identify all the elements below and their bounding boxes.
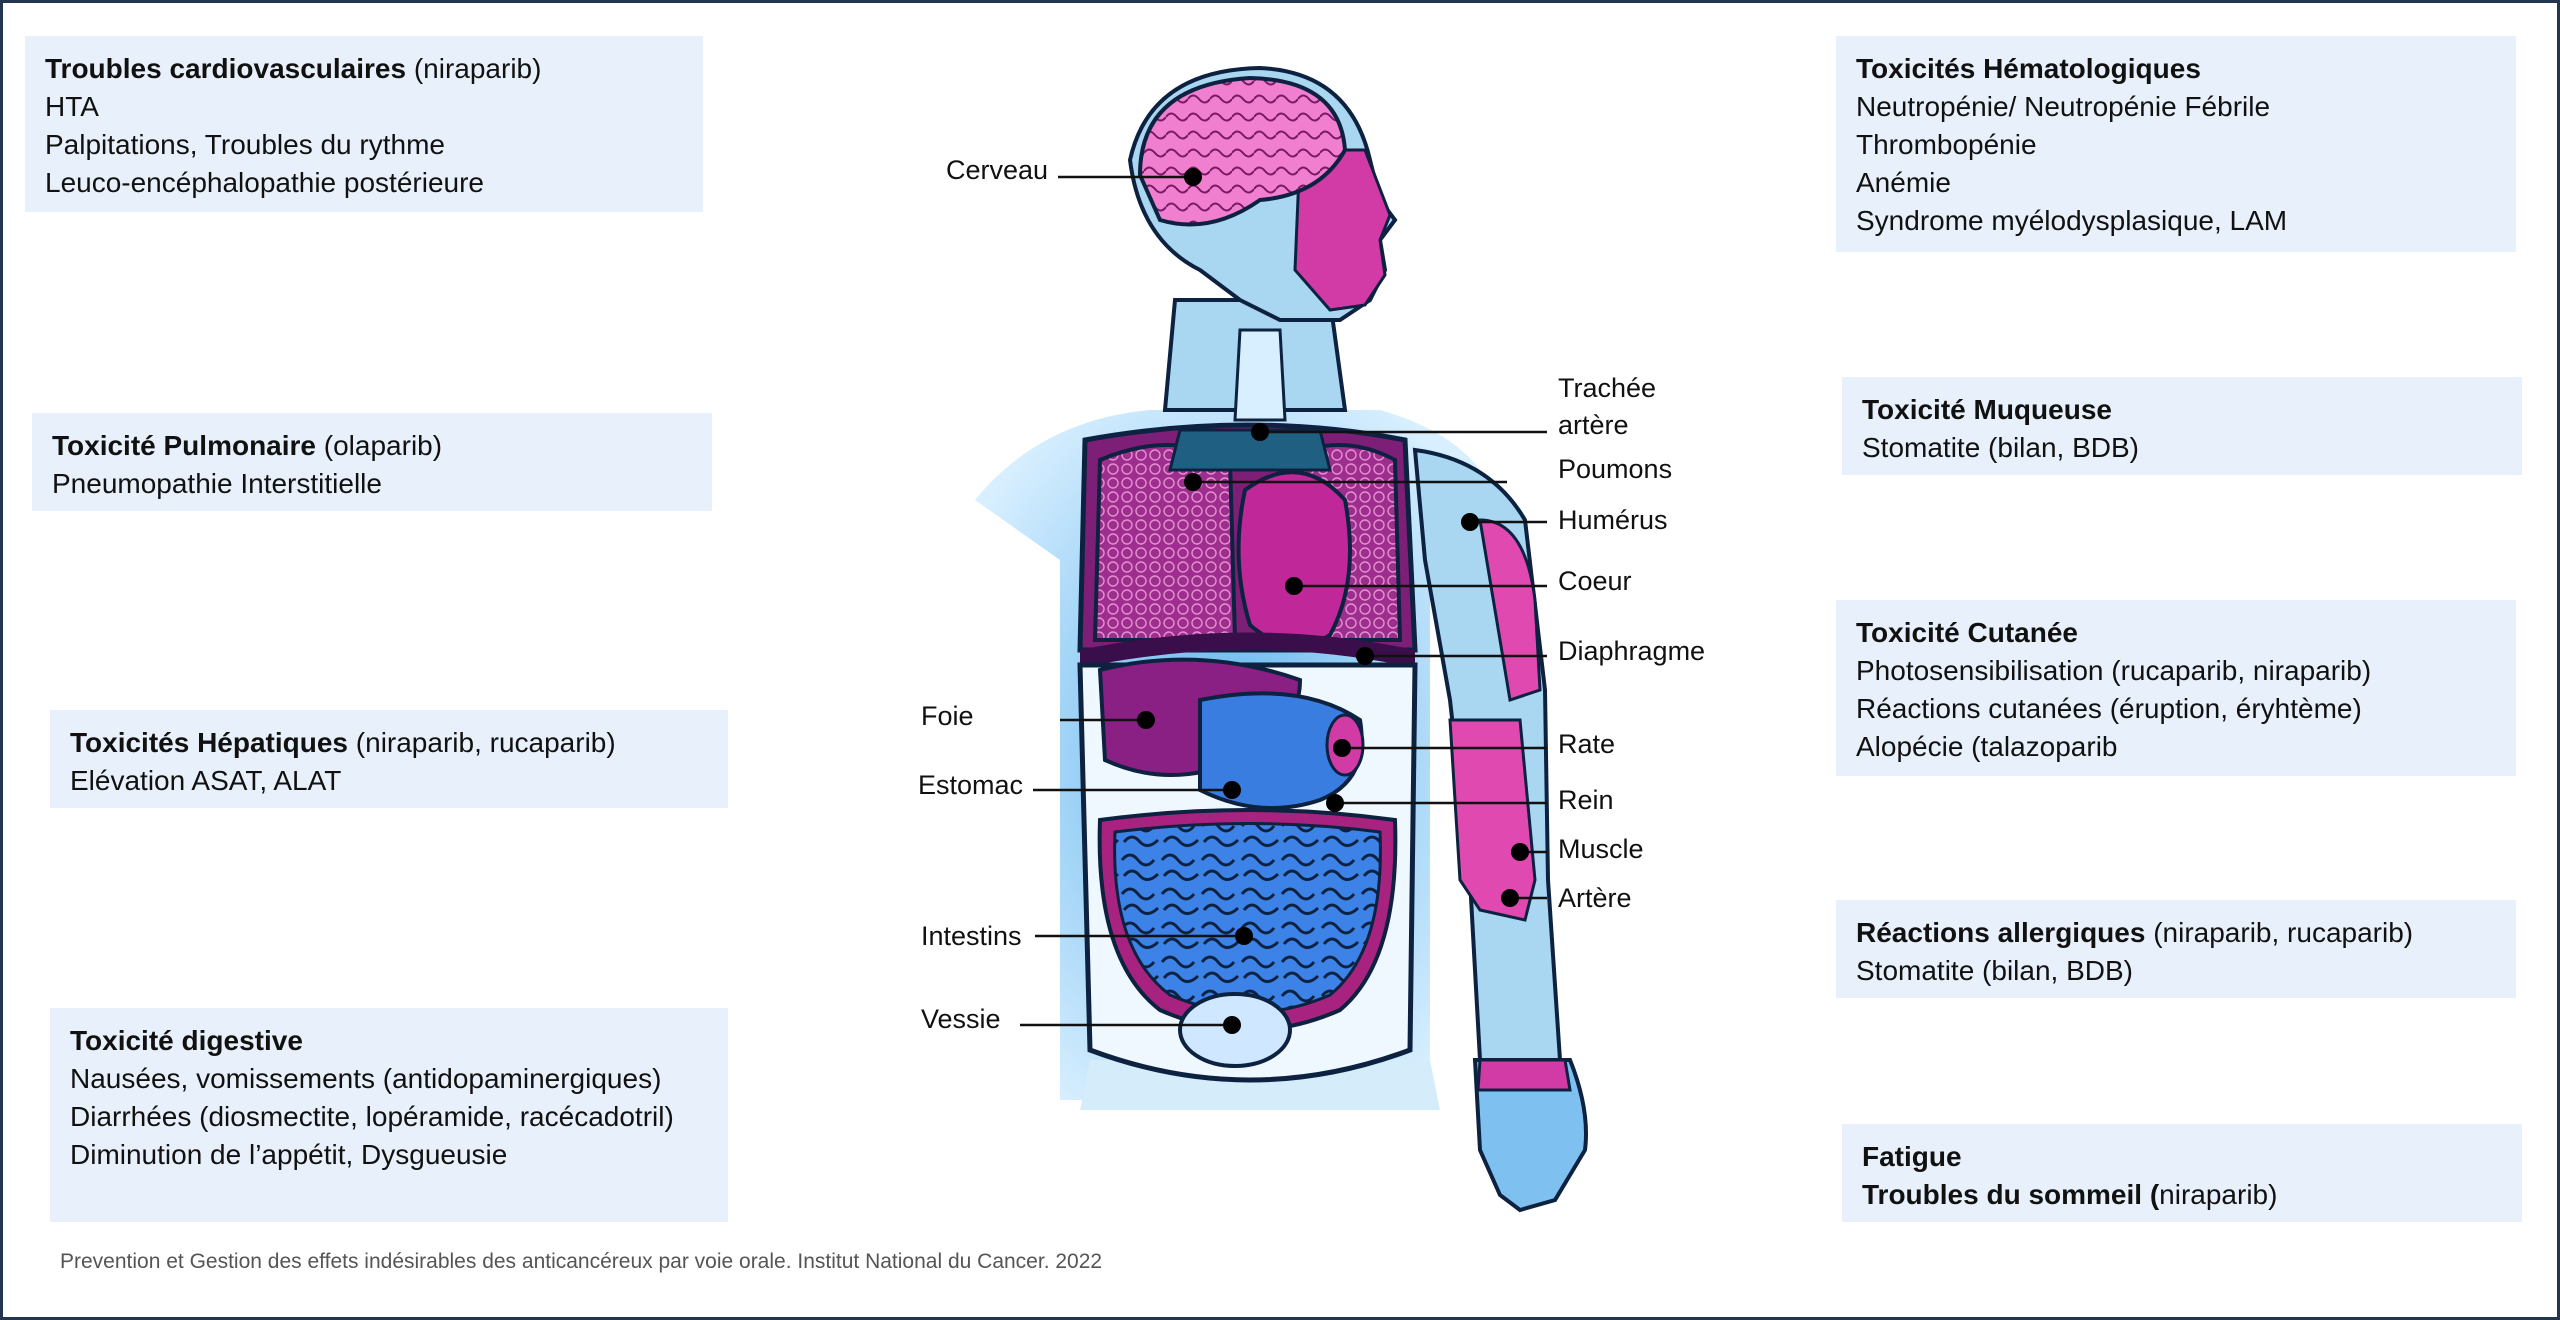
- box-line: Diminution de l’appétit, Dysgueusie: [70, 1139, 508, 1170]
- box-line: Photosensibilisation (rucaparib, nirapar…: [1856, 655, 2372, 686]
- box-toxicite-muqueuse: Toxicité Muqueuse Stomatite (bilan, BDB): [1842, 377, 2522, 475]
- box-title: Troubles cardiovasculaires: [45, 53, 407, 84]
- box-fatigue: Fatigue Troubles du sommeil (niraparib): [1842, 1124, 2522, 1222]
- label-artere-trachee: artère: [1558, 410, 1629, 440]
- box-line: HTA: [45, 91, 99, 122]
- label-trachee: Trachée: [1558, 373, 1656, 403]
- box-line: Pneumopathie Interstitielle: [52, 468, 382, 499]
- label-intestins: Intestins: [921, 921, 1022, 951]
- box-toxicite-cutanee: Toxicité Cutanée Photosensibilisation (r…: [1836, 600, 2516, 776]
- box-title: Toxicité Cutanée: [1856, 617, 2078, 648]
- box-title: Toxicités Hématologiques: [1856, 53, 2201, 84]
- box-toxicites-hematologiques: Toxicités Hématologiques Neutropénie/ Ne…: [1836, 36, 2516, 252]
- box-title: Réactions allergiques: [1856, 917, 2146, 948]
- box-title: Toxicité Pulmonaire: [52, 430, 316, 461]
- dot-intestins: [1235, 927, 1253, 945]
- box-line: Nausées, vomissements (antidopaminergiqu…: [70, 1063, 662, 1094]
- dot-estomac: [1223, 781, 1241, 799]
- label-humerus: Humérus: [1558, 505, 1668, 535]
- dot-artere: [1501, 889, 1519, 907]
- body-silhouette: [975, 65, 1588, 1213]
- dot-trachee: [1251, 423, 1269, 441]
- box-line: Stomatite (bilan, BDB): [1856, 955, 2133, 986]
- label-rein: Rein: [1558, 785, 1614, 815]
- box-toxicite-digestive: Toxicité digestive Nausées, vomissements…: [50, 1008, 728, 1222]
- dot-cerveau: [1184, 168, 1202, 186]
- box-title-note: (niraparib, rucaparib): [2153, 917, 2414, 948]
- box-line-rest: niraparib): [2159, 1179, 2278, 1210]
- label-poumons: Poumons: [1558, 454, 1672, 484]
- box-title: Toxicité digestive: [70, 1025, 303, 1056]
- label-estomac: Estomac: [918, 770, 1023, 800]
- box-line: Anémie: [1856, 167, 1951, 198]
- label-muscle: Muscle: [1558, 834, 1644, 864]
- leader-lines: [1020, 175, 1547, 1027]
- label-coeur: Coeur: [1558, 566, 1632, 596]
- box-line: Thrombopénie: [1856, 129, 2037, 160]
- dot-coeur: [1285, 577, 1303, 595]
- label-diaphragme: Diaphragme: [1558, 636, 1705, 666]
- box-line: Elévation ASAT, ALAT: [70, 765, 342, 796]
- box-line-bold: Troubles du sommeil (: [1862, 1179, 2160, 1210]
- box-title: Fatigue: [1862, 1141, 1962, 1172]
- box-title-note: (olaparib): [323, 430, 443, 461]
- organ-marker-dots: [1137, 168, 1529, 1034]
- dot-humerus: [1461, 513, 1479, 531]
- box-reactions-allergiques: Réactions allergiques (niraparib, rucapa…: [1836, 900, 2516, 998]
- box-title: Toxicité Muqueuse: [1862, 394, 2112, 425]
- source-footer: Prevention et Gestion des effets indésir…: [60, 1250, 1103, 1273]
- label-vessie: Vessie: [921, 1004, 1001, 1034]
- dot-poumons: [1184, 473, 1202, 491]
- box-troubles-cardiovasculaires: Troubles cardiovasculaires (niraparib) H…: [25, 36, 703, 212]
- box-line: Leuco-encéphalopathie postérieure: [45, 167, 484, 198]
- box-line: Alopécie (talazoparib: [1856, 731, 2118, 762]
- label-rate: Rate: [1558, 729, 1615, 759]
- box-toxicite-pulmonaire: Toxicité Pulmonaire (olaparib) Pneumopat…: [32, 413, 712, 511]
- dot-rate: [1333, 739, 1351, 757]
- box-line: Stomatite (bilan, BDB): [1862, 432, 2139, 463]
- label-foie: Foie: [921, 701, 974, 731]
- box-line: Réactions cutanées (éruption, éryhtème): [1856, 693, 2362, 724]
- box-line: Palpitations, Troubles du rythme: [45, 129, 445, 160]
- dot-rein: [1326, 794, 1344, 812]
- box-line: Neutropénie/ Neutropénie Fébrile: [1856, 91, 2271, 122]
- dot-foie: [1137, 711, 1155, 729]
- box-line: Syndrome myélodysplasique, LAM: [1856, 205, 2288, 236]
- box-title-note: (niraparib): [413, 53, 542, 84]
- box-toxicites-hepatiques: Toxicités Hépatiques (niraparib, rucapar…: [50, 710, 728, 808]
- dot-muscle: [1511, 843, 1529, 861]
- dot-vessie: [1223, 1016, 1241, 1034]
- box-title-note: (niraparib, rucaparib): [355, 727, 616, 758]
- box-line: Diarrhées (diosmectite, lopéramide, racé…: [70, 1101, 674, 1132]
- dot-diaphragme: [1356, 647, 1374, 665]
- label-cerveau: Cerveau: [946, 155, 1048, 185]
- label-artere: Artère: [1558, 883, 1632, 913]
- box-title: Toxicités Hépatiques: [70, 727, 349, 758]
